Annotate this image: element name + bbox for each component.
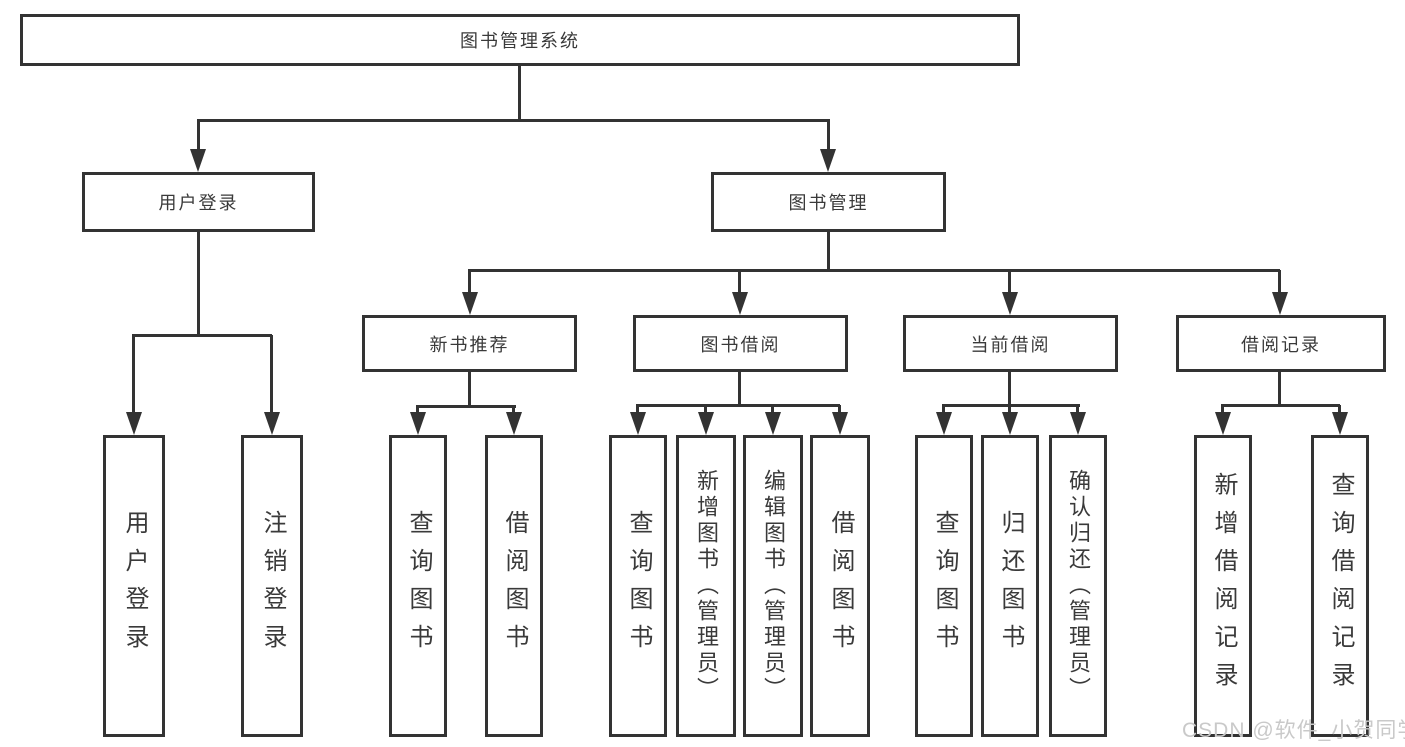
connector-vline xyxy=(1278,372,1281,405)
connector-hline xyxy=(132,334,272,337)
leaf-bb-add-books-admin: 新增图书（管理员） xyxy=(676,435,736,737)
connector-vline xyxy=(942,405,945,414)
node-borrow-records: 借阅记录 xyxy=(1176,315,1386,372)
node-root-label: 图书管理系统 xyxy=(460,31,580,51)
leaf-logout: 注销登录 xyxy=(241,435,303,737)
connector-vline xyxy=(1008,270,1011,295)
connector-vline xyxy=(132,335,135,415)
connector-vline xyxy=(512,406,515,414)
connector-vline xyxy=(518,66,521,120)
connector-vline xyxy=(1221,405,1224,414)
arrowhead-down-icon xyxy=(936,412,952,435)
connector-vline xyxy=(468,372,471,406)
connector-vline xyxy=(468,270,471,295)
leaf-cb-query-books-label: 查询图书 xyxy=(931,510,958,662)
leaf-nbr-borrow-books-label: 借阅图书 xyxy=(501,510,528,662)
node-current-borrow-label: 当前借阅 xyxy=(970,334,1051,355)
leaf-nbr-borrow-books: 借阅图书 xyxy=(485,435,543,737)
node-new-book-recommend: 新书推荐 xyxy=(362,315,577,372)
connector-vline xyxy=(827,120,830,152)
connector-hline xyxy=(416,405,516,408)
leaf-br-add-record: 新增借阅记录 xyxy=(1194,435,1252,737)
connector-vline xyxy=(704,405,707,414)
leaf-bb-add-books-admin-label: 新增图书（管理员） xyxy=(694,469,719,703)
node-borrow-records-label: 借阅记录 xyxy=(1241,334,1321,355)
leaf-bb-query-books: 查询图书 xyxy=(609,435,667,737)
leaf-cb-confirm-return-admin: 确认归还（管理员） xyxy=(1049,435,1107,737)
connector-vline xyxy=(270,335,273,415)
connector-vline xyxy=(1008,372,1011,405)
arrowhead-down-icon xyxy=(1272,292,1288,315)
leaf-cb-return-books-label: 归还图书 xyxy=(997,510,1024,662)
arrowhead-down-icon xyxy=(732,292,748,315)
arrowhead-down-icon xyxy=(820,149,836,172)
arrowhead-down-icon xyxy=(1070,412,1086,435)
node-user-login-label: 用户登录 xyxy=(158,193,239,213)
leaf-cb-confirm-return-admin-label: 确认归还（管理员） xyxy=(1066,469,1091,703)
arrowhead-down-icon xyxy=(832,412,848,435)
arrowhead-down-icon xyxy=(462,292,478,315)
arrowhead-down-icon xyxy=(506,412,522,435)
leaf-bb-edit-books-admin-label: 编辑图书（管理员） xyxy=(761,469,786,703)
arrowhead-down-icon xyxy=(698,412,714,435)
connector-vline xyxy=(738,270,741,295)
leaf-user-login: 用户登录 xyxy=(103,435,165,737)
arrowhead-down-icon xyxy=(630,412,646,435)
node-current-borrow: 当前借阅 xyxy=(903,315,1118,372)
arrowhead-down-icon xyxy=(126,412,142,435)
connector-vline xyxy=(636,405,639,414)
connector-hline xyxy=(942,404,1080,407)
leaf-br-query-record: 查询借阅记录 xyxy=(1311,435,1369,737)
leaf-bb-edit-books-admin: 编辑图书（管理员） xyxy=(743,435,803,737)
connector-vline xyxy=(197,120,200,152)
leaf-br-query-record-label: 查询借阅记录 xyxy=(1327,472,1354,700)
connector-hline xyxy=(468,269,1280,272)
arrowhead-down-icon xyxy=(190,149,206,172)
arrowhead-down-icon xyxy=(410,412,426,435)
leaf-cb-return-books: 归还图书 xyxy=(981,435,1039,737)
leaf-bb-borrow-books-label: 借阅图书 xyxy=(827,510,854,662)
arrowhead-down-icon xyxy=(1332,412,1348,435)
connector-vline xyxy=(1076,405,1079,414)
node-book-management: 图书管理 xyxy=(711,172,946,232)
connector-vline xyxy=(827,232,830,270)
leaf-bb-query-books-label: 查询图书 xyxy=(625,510,652,662)
connector-hline xyxy=(197,119,830,122)
arrowhead-down-icon xyxy=(264,412,280,435)
connector-vline xyxy=(416,406,419,414)
leaf-bb-borrow-books: 借阅图书 xyxy=(810,435,870,737)
connector-vline xyxy=(1278,270,1281,295)
leaf-user-login-label: 用户登录 xyxy=(121,510,148,662)
arrowhead-down-icon xyxy=(765,412,781,435)
node-book-management-label: 图书管理 xyxy=(788,193,869,213)
arrowhead-down-icon xyxy=(1002,292,1018,315)
connector-vline xyxy=(738,372,741,405)
node-book-borrow-label: 图书借阅 xyxy=(700,334,781,355)
arrowhead-down-icon xyxy=(1215,412,1231,435)
connector-vline xyxy=(838,405,841,414)
node-book-borrow: 图书借阅 xyxy=(633,315,848,372)
csdn-watermark: CSDN @软件_小贺同学 xyxy=(1182,719,1405,742)
node-new-book-recommend-label: 新书推荐 xyxy=(429,334,510,355)
connector-hline xyxy=(636,404,840,407)
leaf-cb-query-books: 查询图书 xyxy=(915,435,973,737)
connector-vline xyxy=(1008,405,1011,414)
leaf-logout-label: 注销登录 xyxy=(259,510,286,662)
connector-vline xyxy=(771,405,774,414)
leaf-nbr-query-books: 查询图书 xyxy=(389,435,447,737)
node-user-login: 用户登录 xyxy=(82,172,315,232)
leaf-br-add-record-label: 新增借阅记录 xyxy=(1210,472,1237,700)
arrowhead-down-icon xyxy=(1002,412,1018,435)
connector-hline xyxy=(1221,404,1340,407)
leaf-nbr-query-books-label: 查询图书 xyxy=(405,510,432,662)
connector-vline xyxy=(1338,405,1341,414)
connector-vline xyxy=(197,232,200,335)
node-root: 图书管理系统 xyxy=(20,14,1020,66)
